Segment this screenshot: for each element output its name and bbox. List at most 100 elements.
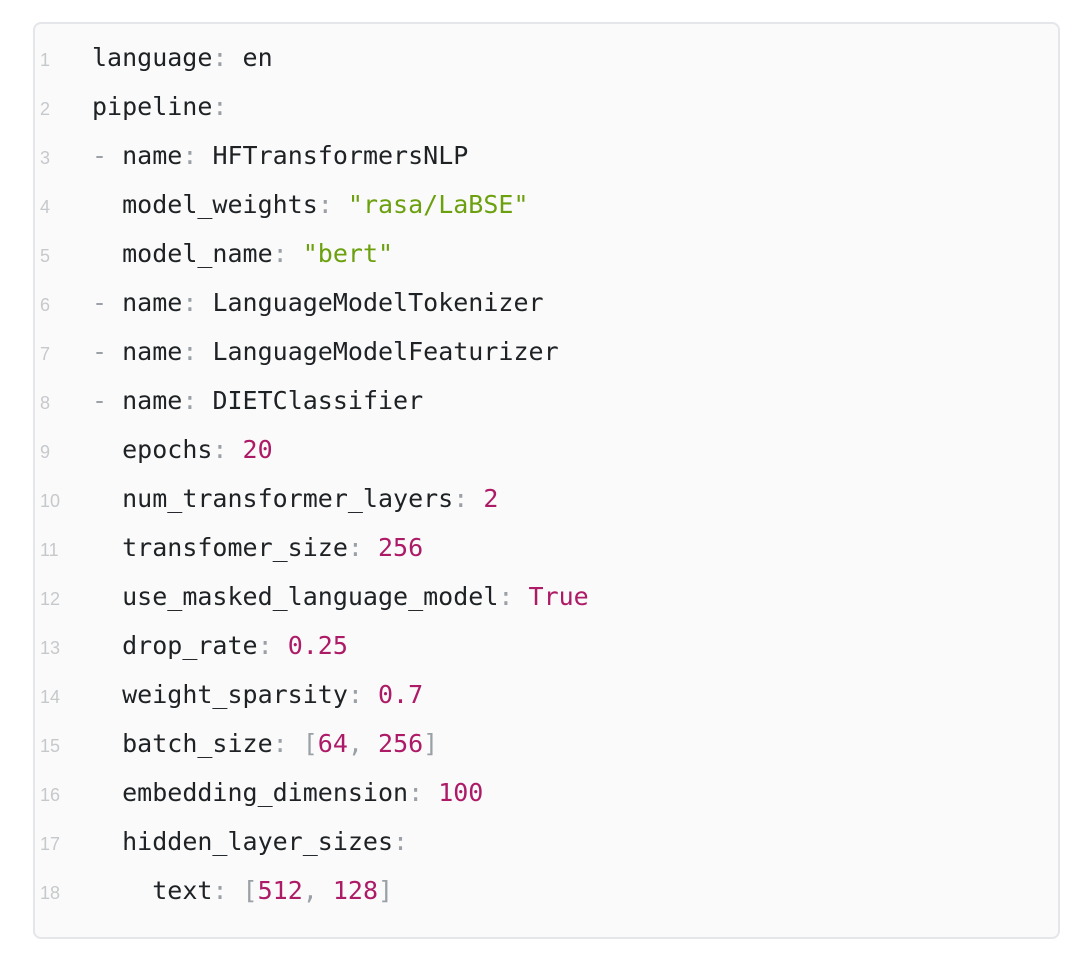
code-line-content: pipeline: (92, 82, 227, 131)
indent-whitespace (92, 484, 122, 513)
yaml-punctuation: : (257, 631, 288, 660)
code-line: 14 weight_sparsity: 0.7 (35, 670, 1058, 719)
indent-whitespace (92, 876, 152, 905)
yaml-punctuation: [ (242, 876, 258, 905)
yaml-string-value: "bert" (302, 239, 394, 268)
code-line: 7 - name: LanguageModelFeaturizer (35, 327, 1058, 376)
line-number: 7 (40, 344, 51, 364)
yaml-punctuation: ] (423, 729, 439, 758)
line-number: 5 (40, 246, 51, 266)
code-line-content: hidden_layer_sizes: (92, 817, 408, 866)
yaml-key: embedding_dimension (122, 778, 409, 807)
yaml-plain-value: LanguageModelTokenizer (212, 288, 544, 317)
code-line-content: epochs: 20 (92, 425, 273, 474)
line-number: 1 (40, 50, 51, 70)
yaml-key: language (92, 43, 213, 72)
indent-whitespace (92, 729, 122, 758)
yaml-punctuation: : (347, 533, 378, 562)
yaml-key: text (152, 876, 213, 905)
code-line-content: - name: HFTransformersNLP (92, 131, 468, 180)
yaml-key: weight_sparsity (122, 680, 348, 709)
code-line-content: model_name: "bert" (92, 229, 393, 278)
yaml-number-value: 0.7 (378, 680, 424, 709)
code-line: 9 epochs: 20 (35, 425, 1058, 474)
code-line-content: weight_sparsity: 0.7 (92, 670, 423, 719)
yaml-punctuation: - (92, 386, 123, 415)
yaml-punctuation: [ (302, 729, 318, 758)
line-number: 11 (40, 540, 59, 560)
code-line: 16 embedding_dimension: 100 (35, 768, 1058, 817)
indent-whitespace (92, 680, 122, 709)
code-line: 4 model_weights: "rasa/LaBSE" (35, 180, 1058, 229)
yaml-punctuation: : (212, 876, 243, 905)
yaml-number-value: 64 (317, 729, 348, 758)
indent-whitespace (92, 827, 122, 856)
yaml-key: model_weights (122, 190, 318, 219)
yaml-punctuation: : (317, 190, 348, 219)
yaml-punctuation: - (92, 288, 123, 317)
yaml-punctuation: : (498, 582, 529, 611)
code-line-content: - name: LanguageModelFeaturizer (92, 327, 559, 376)
line-number: 6 (40, 295, 51, 315)
line-number: 14 (40, 687, 61, 707)
yaml-punctuation: , (302, 876, 333, 905)
line-number: 18 (40, 883, 61, 903)
code-line-content: embedding_dimension: 100 (92, 768, 483, 817)
line-number: 12 (40, 589, 61, 609)
yaml-key: hidden_layer_sizes (122, 827, 394, 856)
yaml-key: epochs (122, 435, 213, 464)
code-line: 5 model_name: "bert" (35, 229, 1058, 278)
indent-whitespace (92, 533, 122, 562)
yaml-punctuation: , (347, 729, 379, 758)
indent-whitespace (92, 778, 122, 807)
yaml-key: name (122, 337, 183, 366)
yaml-key: drop_rate (122, 631, 258, 660)
line-number: 9 (40, 442, 51, 462)
yaml-punctuation: : (453, 484, 484, 513)
code-line: 17 hidden_layer_sizes: (35, 817, 1058, 866)
yaml-key: pipeline (92, 92, 213, 121)
yaml-plain-value: en (242, 43, 273, 72)
code-lines-container: 1 language: en 2 pipeline: 3 - name: HFTransf… (35, 24, 1058, 915)
yaml-key: name (122, 386, 183, 415)
line-number: 13 (40, 638, 61, 658)
yaml-number-value: 256 (378, 533, 424, 562)
code-line: 18 text: [512, 128] (35, 866, 1058, 915)
indent-whitespace (92, 435, 122, 464)
code-line-content: transfomer_size: 256 (92, 523, 423, 572)
yaml-punctuation: : (182, 337, 213, 366)
yaml-number-value: 0.25 (287, 631, 348, 660)
code-line-content: - name: DIETClassifier (92, 376, 423, 425)
line-number: 3 (40, 148, 51, 168)
code-line-content: model_weights: "rasa/LaBSE" (92, 180, 528, 229)
code-line: 2 pipeline: (35, 82, 1058, 131)
yaml-punctuation: : (212, 92, 228, 121)
yaml-number-value: 20 (242, 435, 273, 464)
yaml-plain-value: DIETClassifier (212, 386, 424, 415)
yaml-key: name (122, 288, 183, 317)
yaml-punctuation: : (272, 729, 303, 758)
yaml-punctuation: : (182, 386, 213, 415)
yaml-punctuation: : (408, 778, 439, 807)
code-line: 10 num_transformer_layers: 2 (35, 474, 1058, 523)
indent-whitespace (92, 631, 122, 660)
yaml-punctuation: : (347, 680, 378, 709)
code-line: 15 batch_size: [64, 256] (35, 719, 1058, 768)
yaml-punctuation: : (393, 827, 409, 856)
yaml-punctuation: - (92, 337, 123, 366)
yaml-punctuation: : (272, 239, 303, 268)
code-line: 12 use_masked_language_model: True (35, 572, 1058, 621)
code-line-content: text: [512, 128] (92, 866, 393, 915)
yaml-number-value: 2 (483, 484, 499, 513)
code-line-content: drop_rate: 0.25 (92, 621, 348, 670)
yaml-number-value: 100 (438, 778, 484, 807)
line-number: 2 (40, 99, 51, 119)
indent-whitespace (92, 582, 122, 611)
yaml-punctuation: : (182, 141, 213, 170)
code-line-content: batch_size: [64, 256] (92, 719, 438, 768)
indent-whitespace (92, 239, 122, 268)
yaml-key: num_transformer_layers (122, 484, 454, 513)
yaml-key: model_name (122, 239, 273, 268)
line-number: 10 (40, 491, 61, 511)
